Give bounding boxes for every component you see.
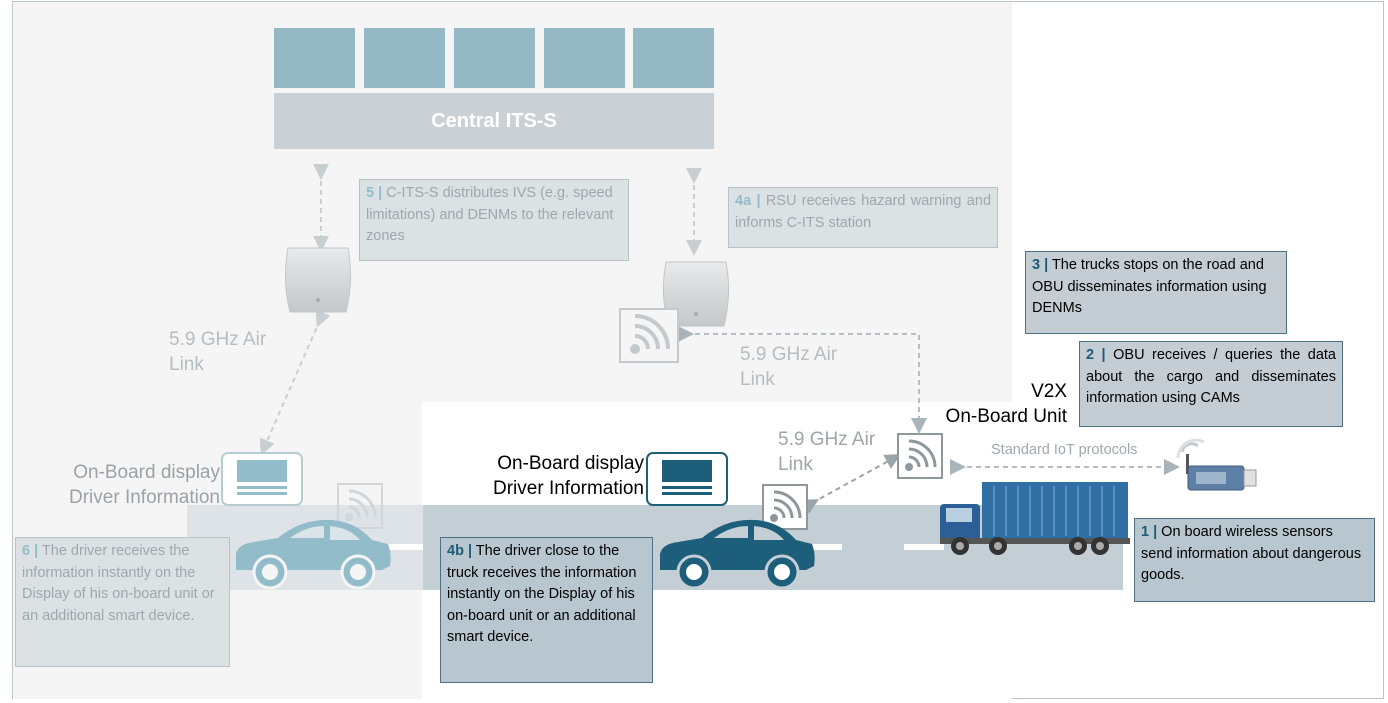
display-label-line: Driver Information [493, 478, 644, 499]
note-text: The driver close to the truck receives t… [447, 543, 637, 645]
wifi-signal-icon [897, 433, 943, 479]
arrow-rsu-display-left [259, 309, 331, 456]
note-number: 5 | [366, 185, 383, 201]
note-step-3: 3 | The trucks stops on the road and OBU… [1025, 251, 1287, 334]
airlink-label-mid: 5.9 GHz Air Link [740, 342, 837, 392]
note-number: 4a | [735, 193, 761, 209]
rsu-device-right [662, 261, 730, 327]
note-step-5: 5 | C-ITS-S distributes IVS (e.g. speed … [359, 179, 629, 261]
iot-protocols-label: Standard IoT protocols [991, 442, 1138, 458]
airlink-label-line: 5.9 GHz Air [778, 429, 876, 450]
lane-marking [904, 544, 944, 550]
wifi-signal-icon [337, 483, 383, 529]
server-block [274, 28, 355, 88]
display-label-left: On-Board display Driver Information [48, 460, 220, 510]
airlink-label-line: Link [740, 369, 775, 390]
display-device-right [646, 452, 728, 506]
server-block [633, 28, 714, 88]
note-number: 2 | [1086, 347, 1106, 363]
note-text: OBU receives / queries the data about th… [1086, 347, 1336, 406]
central-its-s-box: Central ITS-S [274, 93, 714, 149]
note-text: On board wireless sensors send informati… [1141, 524, 1362, 583]
usb-sensor-dongle [1176, 438, 1257, 491]
note-step-4a: 4a | RSU receives hazard warning and inf… [728, 187, 998, 248]
note-step-6: 6 | The driver receives the information … [15, 537, 230, 667]
server-block [544, 28, 625, 88]
airlink-label-line: 5.9 GHz Air [169, 329, 267, 350]
truck [940, 482, 1130, 555]
arrow-car-obu [801, 454, 902, 514]
display-label-line: On-Board display [73, 462, 220, 483]
lane-marking [379, 544, 423, 550]
lane-marking [812, 544, 842, 550]
display-label-right: On-Board display Driver Information [470, 451, 644, 501]
airlink-label-right: 5.9 GHz Air Link [778, 427, 875, 477]
car-active [660, 519, 815, 590]
v2x-label-line: On-Board Unit [945, 406, 1067, 427]
airlink-label-line: Link [778, 454, 813, 475]
airlink-label-line: 5.9 GHz Air [740, 344, 838, 365]
note-text: The trucks stops on the road and OBU dis… [1032, 257, 1267, 316]
v2x-obu-label: V2X On-Board Unit [929, 379, 1067, 429]
rsu-device-left [284, 247, 352, 313]
note-text: C-ITS-S distributes IVS (e.g. speed limi… [366, 185, 614, 244]
wifi-signal-icon [619, 308, 679, 363]
note-step-4b: 4b | The driver close to the truck recei… [440, 537, 653, 683]
note-number: 3 | [1032, 257, 1049, 273]
display-label-line: Driver Information [69, 487, 220, 508]
note-number: 6 | [22, 543, 39, 559]
note-step-1: 1 | On board wireless sensors send infor… [1134, 518, 1375, 602]
display-device-left [221, 452, 303, 506]
server-block [364, 28, 445, 88]
wifi-signal-icon [762, 484, 808, 530]
v2x-label-line: V2X [1031, 381, 1067, 402]
airlink-label-line: Link [169, 354, 204, 375]
note-text: The driver receives the information inst… [22, 543, 215, 624]
display-label-line: On-Board display [497, 453, 644, 474]
airlink-label-left: 5.9 GHz Air Link [169, 327, 266, 377]
note-number: 4b | [447, 543, 473, 559]
note-text: RSU receives hazard warning and informs … [735, 193, 992, 231]
car-faded [236, 519, 391, 590]
server-block [454, 28, 535, 88]
note-number: 1 | [1141, 524, 1158, 540]
central-title: Central ITS-S [431, 109, 557, 132]
note-step-2: 2 | OBU receives / queries the data abou… [1079, 341, 1343, 427]
